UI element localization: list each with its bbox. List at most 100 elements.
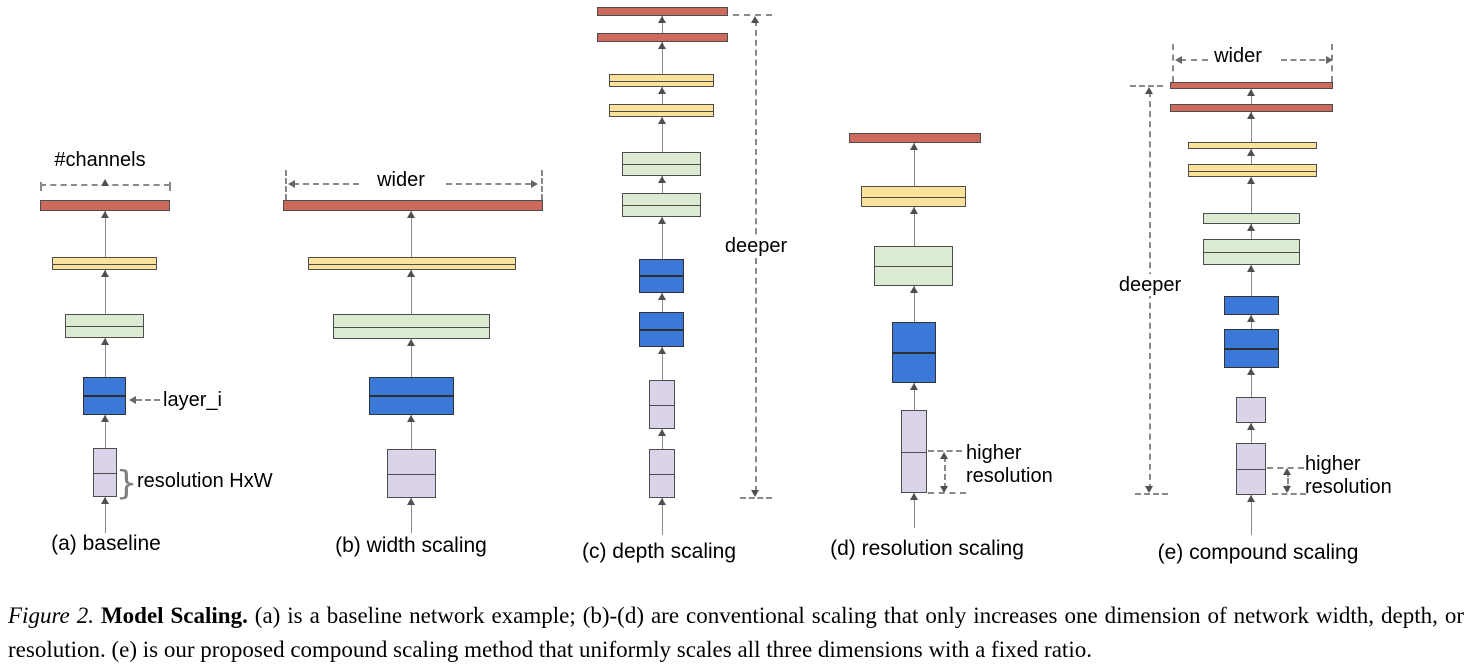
deeper-e-top-arrowhead [1145,87,1153,94]
box-lavender [649,449,675,498]
higher-e-top-arrowhead [1283,468,1291,475]
flow-arrowhead [1247,495,1255,502]
box-lavender [1236,397,1266,423]
wider-b-left-line [293,183,359,185]
box-red [597,7,728,16]
flow-arrowhead [1247,224,1255,231]
wider-e-right-line [1281,59,1325,61]
wider-b-right-arrowhead [531,180,538,188]
column-label-c: (c) depth scaling [581,540,737,563]
flow-arrow-line [913,383,915,410]
flow-arrowhead [658,42,666,49]
flow-arrowhead [1247,315,1255,322]
flow-arrowhead [658,16,666,23]
flow-arrow-line [1250,89,1252,104]
flow-arrow-line [661,293,663,312]
box-divider [308,263,516,265]
flow-arrow-line [410,270,412,314]
resolution-label-e: resolution [1305,476,1392,498]
flow-arrow-line [661,217,663,259]
flow-arrow-line [1250,265,1252,296]
box-blue [1224,329,1279,368]
flow-arrow-line [104,497,106,533]
box-green [622,152,701,176]
flow-arrow-line [661,498,663,535]
box-divider [1188,170,1317,172]
box-red [40,200,170,211]
box-divider [901,451,927,453]
column-label-d: (d) resolution scaling [830,537,1024,560]
flow-arrowhead [407,270,415,277]
higher-d-bottom-line [928,492,966,494]
flow-arrow-line [1250,423,1252,443]
channels-bracket-tick [40,182,42,191]
box-divider [639,328,684,331]
box-lavender [649,380,675,429]
box-lavender [387,449,436,498]
flow-arrowhead [101,270,109,277]
box-divider [1236,469,1266,470]
box-red [283,200,543,211]
flow-arrow-line [661,42,663,74]
deeper-e-bottom-arrowhead [1145,486,1153,493]
flow-arrowhead [910,286,918,293]
higher-d-top-arrowhead [940,452,948,459]
box-green [622,193,701,217]
flow-arrow-line [1250,112,1252,142]
higher-e-span-line [1287,471,1289,491]
flow-arrow-line [104,270,106,314]
box-lavender [901,410,927,493]
box-divider [369,395,454,397]
box-red [849,133,981,143]
deeper-c-bottom-line [740,497,772,499]
deeper-e-bottom-line [1135,493,1168,495]
deeper-label-e: deeper [1115,274,1185,296]
resolution-label-d: resolution [966,465,1053,487]
flow-arrow-line [104,415,106,448]
box-yellow [308,257,516,270]
channels-bracket-tick [169,182,171,191]
layer-i-pointer-line [136,399,160,401]
box-blue [892,322,936,383]
flow-arrow-line [661,16,663,33]
box-divider [892,351,936,354]
box-divider [874,266,953,267]
deeper-e-top-line [1130,85,1163,87]
box-yellow [609,104,714,117]
resolution-brace: } [115,463,138,502]
flow-arrowhead [407,339,415,346]
box-green [1203,239,1300,265]
box-divider [639,275,684,277]
box-green [333,314,490,339]
box-red [1170,104,1333,112]
flow-arrowhead [658,117,666,124]
flow-arrow-line [913,286,915,322]
higher-label-e: higher [1305,453,1361,475]
flow-arrow-line [661,117,663,152]
higher-d-bottom-arrowhead [940,486,948,493]
box-blue [83,377,126,415]
flow-arrow-line [104,338,106,377]
flow-arrow-line [1250,149,1252,164]
box-yellow [1188,164,1317,177]
higher-e-bottom-line [1272,493,1306,495]
wider-b-bound [541,170,543,200]
deeper-c-top-arrowhead [751,16,759,23]
channels-label: #channels [54,149,146,171]
flow-arrow-line [913,143,915,186]
box-blue [639,312,684,347]
flow-arrow-line [1250,495,1252,535]
flow-arrowhead [407,211,415,218]
box-green [65,314,144,338]
box-divider [609,80,714,82]
box-blue [369,377,454,415]
box-red [1170,82,1333,89]
flow-arrowhead [1247,265,1255,272]
box-yellow [1188,142,1317,149]
box-blue [639,259,684,293]
box-yellow [609,74,714,87]
caption-body: (a) is a baseline network example; (b)-(… [8,603,1464,662]
caption-title: Model Scaling. [100,603,248,628]
column-label-b: (b) width scaling [335,534,487,557]
flow-arrow-line [1250,368,1252,397]
